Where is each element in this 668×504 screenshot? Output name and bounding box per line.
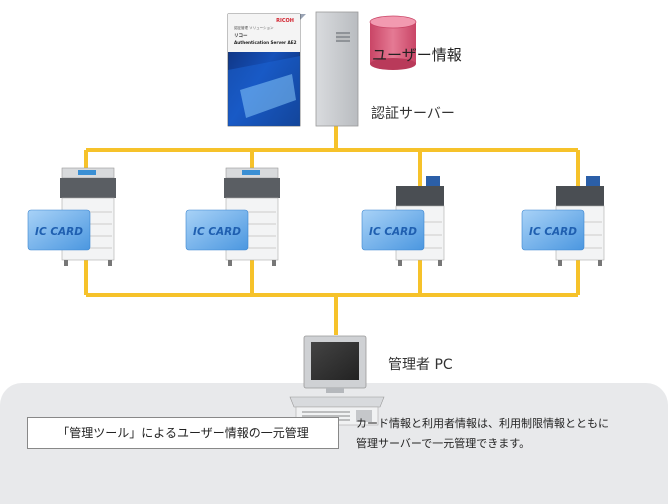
server-label: 認証サーバー	[371, 106, 455, 122]
server-tower	[315, 11, 359, 127]
printer-1: IC CARD	[27, 167, 116, 266]
management-note: カード情報と利用者情報は、利用制限情報とともに 管理サーバーで一元管理できます。	[356, 414, 656, 454]
product-brand: RICOH	[276, 18, 294, 24]
database-icon	[369, 15, 417, 70]
printer-2: IC CARD	[185, 167, 280, 266]
ic-card-label: IC CARD	[529, 226, 577, 238]
ic-card-label: IC CARD	[193, 226, 241, 238]
ic-card-3: IC CARD	[361, 209, 425, 251]
printer-4: IC CARD	[521, 176, 605, 266]
network-lines	[84, 122, 580, 335]
product-small-text: 認証管理 ソリューション	[234, 25, 274, 30]
ic-card-2: IC CARD	[185, 209, 249, 251]
product-title-line2: Authentication Server AE2	[234, 40, 297, 45]
ic-card-label: IC CARD	[35, 226, 83, 238]
management-caption: 「管理ツール」によるユーザー情報の一元管理	[27, 417, 339, 449]
ic-card-4: IC CARD	[521, 209, 585, 251]
admin-pc-label: 管理者 PC	[388, 357, 453, 373]
software-product-box: RICOH 認証管理 ソリューション リコー Authentication Se…	[227, 13, 306, 127]
ic-card-1: IC CARD	[27, 209, 91, 251]
admin-pc-icon	[289, 335, 385, 426]
ic-card-label: IC CARD	[369, 226, 417, 238]
db-label: ユーザー情報	[372, 46, 462, 64]
printer-3: IC CARD	[361, 176, 445, 266]
note-line-1: カード情報と利用者情報は、利用制限情報とともに	[356, 417, 609, 430]
product-title-line1: リコー	[234, 33, 248, 39]
printers: IC CARD IC CARD IC CARD IC CARD	[27, 167, 605, 266]
note-line-2: 管理サーバーで一元管理できます。	[356, 437, 531, 450]
